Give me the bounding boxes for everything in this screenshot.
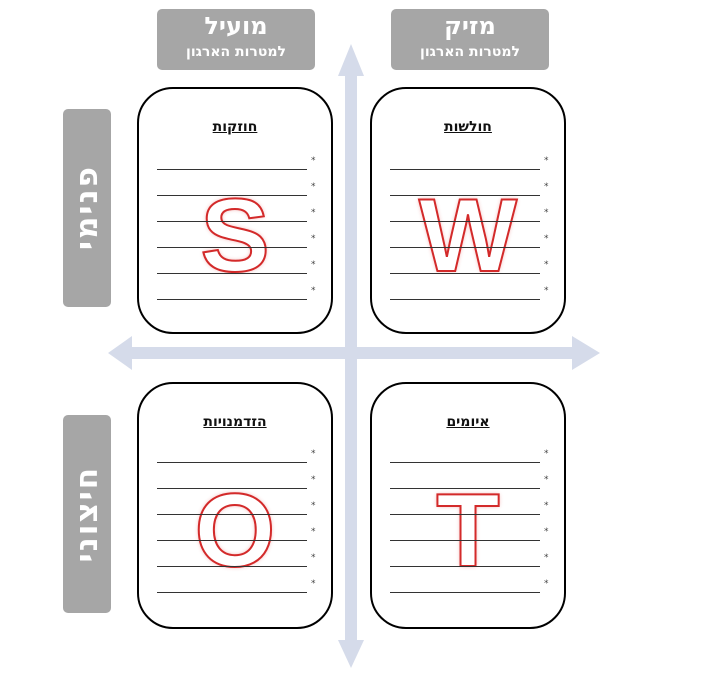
threats-title: איומים [446,414,490,430]
bullet-star: * [544,449,549,459]
bullet-star: * [544,286,549,296]
quadrant-weaknesses: חולשות W * * * * * * [370,87,566,334]
entry-line [390,299,540,300]
strengths-letter: S [199,178,270,294]
entry-line [390,273,540,274]
bullet-star: * [544,527,549,537]
entry-line [390,540,540,541]
side-external: חיצוני [63,415,111,613]
entry-line [157,566,307,567]
entry-line [157,488,307,489]
strengths-title: חוזקות [212,119,258,135]
bullet-star: * [311,182,316,192]
side-internal: פנימי [63,109,111,307]
bullet-star: * [311,527,316,537]
opportunities-letter: O [194,473,277,589]
entry-line [157,299,307,300]
entry-line [157,195,307,196]
bullet-star: * [544,579,549,589]
entry-line [157,221,307,222]
bullet-star: * [544,260,549,270]
entry-line [390,195,540,196]
header-helpful: מועיל למטרות הארגון [157,9,315,70]
bullet-star: * [544,234,549,244]
entry-line [157,514,307,515]
entry-line [157,462,307,463]
side-internal-label: פנימי [69,165,105,251]
bullet-star: * [544,501,549,511]
bullet-star: * [544,553,549,563]
weaknesses-title: חולשות [444,119,492,135]
bullet-star: * [311,208,316,218]
threats-letter: T [435,473,501,589]
entry-line [390,566,540,567]
entry-line [390,488,540,489]
bullet-star: * [544,208,549,218]
entry-line [157,540,307,541]
quadrant-strengths: חוזקות S * * * * * * [137,87,333,334]
entry-line [157,273,307,274]
entry-line [390,514,540,515]
quadrant-threats: איומים T * * * * * * [370,382,566,629]
bullet-star: * [311,553,316,563]
bullet-star: * [544,156,549,166]
bullet-star: * [311,501,316,511]
bullet-star: * [311,234,316,244]
header-harmful-title: מזיק [444,12,496,40]
bullet-star: * [311,579,316,589]
header-harmful: מזיק למטרות הארגון [391,9,549,70]
entry-line [390,462,540,463]
entry-line [390,592,540,593]
bullet-star: * [311,475,316,485]
bullet-star: * [311,260,316,270]
entry-line [390,169,540,170]
side-external-label: חיצוני [69,465,105,563]
opportunities-title: הזדמנויות [203,414,267,430]
entry-line [157,247,307,248]
header-harmful-subtitle: למטרות הארגון [420,44,520,60]
entry-line [157,169,307,170]
weaknesses-letter: W [418,178,518,294]
header-helpful-subtitle: למטרות הארגון [186,44,286,60]
bullet-star: * [311,286,316,296]
entry-line [390,221,540,222]
bullet-star: * [311,449,316,459]
entry-line [157,592,307,593]
bullet-star: * [544,182,549,192]
horizontal-axis-arrow [108,336,600,370]
bullet-star: * [311,156,316,166]
header-helpful-title: מועיל [204,12,268,40]
entry-line [390,247,540,248]
bullet-star: * [544,475,549,485]
quadrant-opportunities: הזדמנויות O * * * * * * [137,382,333,629]
